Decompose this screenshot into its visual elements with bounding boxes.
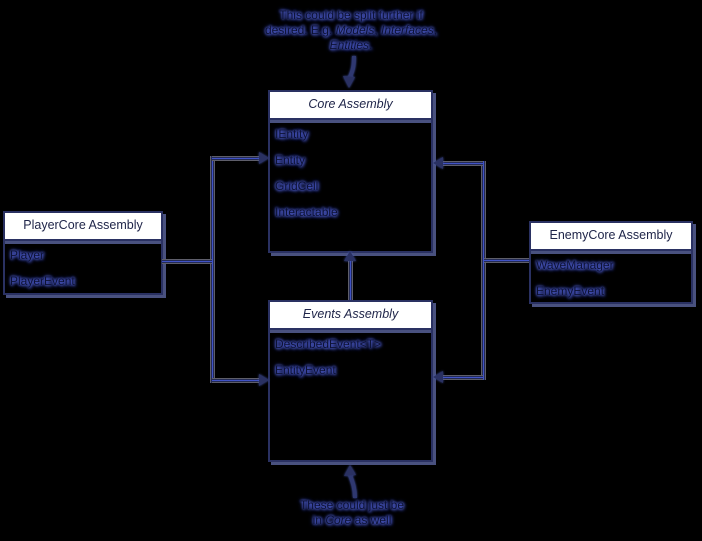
connector-playercore-to-events	[212, 378, 259, 383]
box-item: GridCell	[275, 179, 319, 193]
note-line: desired. E.g. Models, Interfaces,	[264, 23, 438, 37]
box-events-assembly-title: Events Assembly	[270, 302, 431, 330]
arrowhead-into-core-left-icon	[259, 152, 269, 164]
connector-events-to-core	[348, 261, 353, 300]
connector-right-vertical	[481, 161, 486, 380]
connector-enemycore-to-core	[443, 161, 483, 166]
connector-enemycore-to-events	[443, 375, 483, 380]
box-core-assembly-title: Core Assembly	[270, 92, 431, 120]
note-line: This could be split further if	[279, 8, 423, 22]
note-line: These could just be	[299, 498, 405, 512]
box-item: WaveManager	[536, 258, 614, 272]
box-item: EntityEvent	[275, 363, 336, 377]
note-line: in Core as well	[312, 513, 392, 527]
connector-playercore-stub	[162, 259, 212, 264]
box-playercore-assembly-title: PlayerCore Assembly	[5, 213, 161, 241]
top-note-arrow-icon	[343, 55, 356, 88]
box-item: Player	[10, 248, 45, 262]
box-events-assembly-items: DescribedEvent<T> EntityEvent	[270, 330, 431, 388]
box-item: Interactable	[275, 205, 338, 219]
bottom-note-arrow-icon	[344, 465, 357, 499]
connector-playercore-to-core	[212, 156, 259, 161]
box-item: Entity	[275, 153, 306, 167]
arrowhead-into-events-right-icon	[433, 371, 443, 383]
arrowhead-into-core-right-icon	[433, 157, 443, 169]
arrowhead-into-events-left-icon	[259, 374, 269, 386]
box-enemycore-assembly-title: EnemyCore Assembly	[531, 223, 691, 251]
box-item: PlayerEvent	[10, 274, 75, 288]
box-events-assembly: Events Assembly DescribedEvent<T> EntityE…	[268, 300, 433, 462]
note-line: Entities.	[329, 38, 373, 52]
arrowhead-into-core-bottom-icon	[344, 251, 356, 261]
box-item: IEntity	[275, 127, 309, 141]
box-item: DescribedEvent<T>	[275, 337, 382, 351]
box-item: EnemyEvent	[536, 284, 605, 298]
connector-enemycore-stub	[484, 258, 529, 263]
connector-left-vertical	[210, 156, 215, 383]
